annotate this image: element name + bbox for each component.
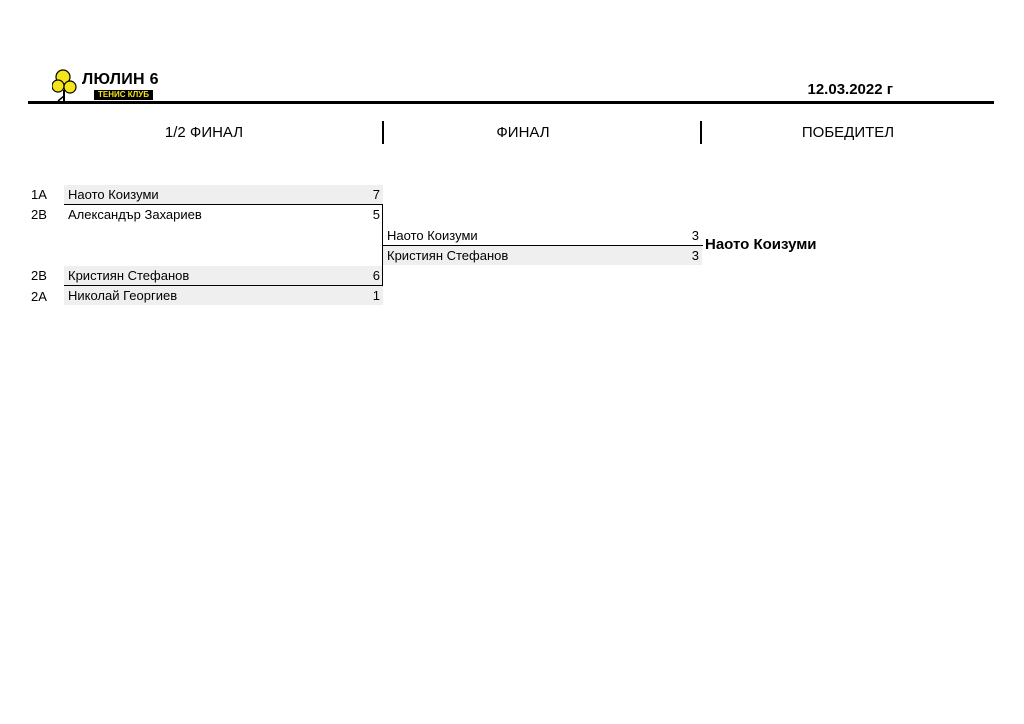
header-divider xyxy=(28,101,994,104)
column-heading-final: ФИНАЛ xyxy=(496,124,550,141)
bracket-player-cell: Кристиян Стефанов 3 xyxy=(383,246,702,265)
player-score: 1 xyxy=(372,288,380,303)
player-name: Александър Захариев xyxy=(68,207,202,222)
bracket-player-cell: Александър Захариев 5 xyxy=(64,205,383,224)
seed-label: 2B xyxy=(31,207,47,222)
player-score: 7 xyxy=(372,187,380,202)
bracket-line xyxy=(64,285,383,286)
seed-label: 2A xyxy=(31,289,47,304)
player-name: Наото Коизуми xyxy=(387,228,478,243)
bracket-player-cell: Наото Коизуми 7 xyxy=(64,185,383,204)
bracket-player-cell: Наото Коизуми 3 xyxy=(383,226,702,245)
seed-label: 2B xyxy=(31,268,47,283)
column-separator xyxy=(700,121,702,144)
bracket-connector xyxy=(382,204,383,286)
bracket-player-cell: Кристиян Стефанов 6 xyxy=(64,266,383,285)
bracket-line xyxy=(383,245,703,246)
player-name: Наото Коизуми xyxy=(68,187,159,202)
seed-label: 1A xyxy=(31,187,47,202)
column-heading-winner: ПОБЕДИТЕЛ xyxy=(801,124,895,141)
column-separator xyxy=(382,121,384,144)
player-score: 3 xyxy=(691,228,699,243)
bracket-player-cell: Николай Георгиев 1 xyxy=(64,286,383,305)
logo-subtitle: ТЕНИС КЛУБ xyxy=(94,90,153,100)
player-name: Кристиян Стефанов xyxy=(387,248,509,263)
tournament-winner: Наото Коизуми xyxy=(705,236,817,253)
column-heading-semifinal: 1/2 ФИНАЛ xyxy=(164,124,244,141)
player-score: 3 xyxy=(691,248,699,263)
logo-title: ЛЮЛИН 6 xyxy=(82,71,159,88)
player-score: 6 xyxy=(372,268,380,283)
player-score: 5 xyxy=(372,207,380,222)
club-logo: ЛЮЛИН 6 ТЕНИС КЛУБ xyxy=(52,68,172,104)
bracket-line xyxy=(64,204,383,205)
event-date: 12.03.2022 г xyxy=(807,81,894,98)
player-name: Кристиян Стефанов xyxy=(68,268,190,283)
player-name: Николай Георгиев xyxy=(68,288,178,303)
tree-logo-icon xyxy=(52,69,77,103)
